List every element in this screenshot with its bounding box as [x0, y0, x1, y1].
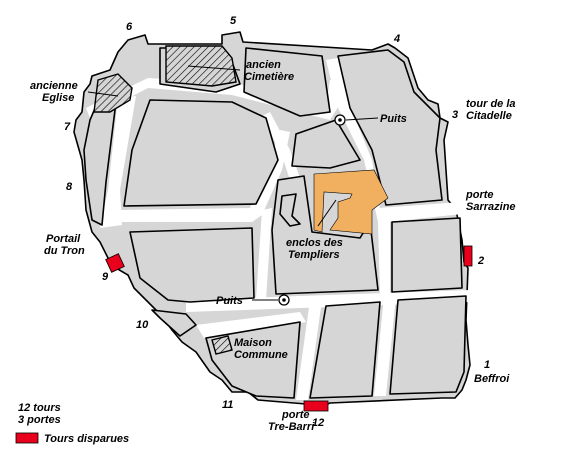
well-south-icon	[278, 294, 290, 306]
tower-number-3: 3	[452, 109, 458, 121]
label-tour-de-la: tour de la	[466, 98, 516, 110]
label-commune: Commune	[234, 349, 288, 361]
tower-number-1: 1	[484, 359, 490, 371]
tower-number-12: 12	[312, 417, 324, 429]
label-maison: Maison	[234, 337, 272, 349]
templar-enclosure	[313, 169, 389, 235]
missing-tower-9	[105, 253, 125, 273]
legend-missing-tower-swatch	[15, 432, 39, 444]
label-cimetiere: Cimetière	[244, 71, 294, 83]
tower-number-6: 6	[126, 21, 133, 33]
tower-number-9: 9	[102, 271, 109, 283]
tower-number-11: 11	[222, 399, 233, 411]
missing-tower-2	[463, 245, 473, 267]
tower-number-2: 2	[477, 255, 484, 267]
label-puits-south: Puits	[216, 295, 243, 307]
label-porte-sarrazine-1: porte	[465, 189, 494, 201]
label-du-tron: du Tron	[44, 245, 85, 257]
tower-number-10: 10	[136, 319, 149, 331]
leader-lines	[87, 65, 379, 301]
legend-towers-count: 12 tours	[18, 402, 61, 414]
label-sarrazine: Sarrazine	[466, 201, 516, 213]
label-templiers: Templiers	[288, 249, 340, 261]
streets	[86, 58, 470, 400]
well-north-icon	[334, 114, 346, 126]
maison-commune-building	[211, 335, 233, 355]
label-portail: Portail	[46, 233, 81, 245]
label-puits-north: Puits	[380, 113, 407, 125]
legend-gates-count: 3 portes	[18, 414, 61, 426]
label-enclos-des: enclos des	[286, 237, 343, 249]
label-ancienne: ancienne	[30, 80, 78, 92]
tower-number-7: 7	[64, 121, 71, 133]
ancient-cemetery-area	[165, 45, 237, 87]
label-ancien: ancien	[246, 59, 281, 71]
ancient-church-area	[93, 73, 133, 113]
label-eglise: Eglise	[42, 92, 74, 104]
tower-number-5: 5	[230, 15, 237, 27]
label-beffroi: Beffroi	[474, 373, 510, 385]
tower-number-4: 4	[393, 33, 400, 45]
label-tre-barri: Tre-Barri	[268, 421, 315, 433]
label-porte-tre-barri-1: porte	[281, 409, 310, 421]
tower-number-8: 8	[66, 181, 73, 193]
label-citadelle: Citadelle	[466, 110, 512, 122]
legend-missing-towers: Tours disparues	[44, 433, 129, 445]
missing-tower-12	[303, 400, 329, 412]
legend: 12 tours 3 portes Tours disparues	[15, 402, 129, 445]
